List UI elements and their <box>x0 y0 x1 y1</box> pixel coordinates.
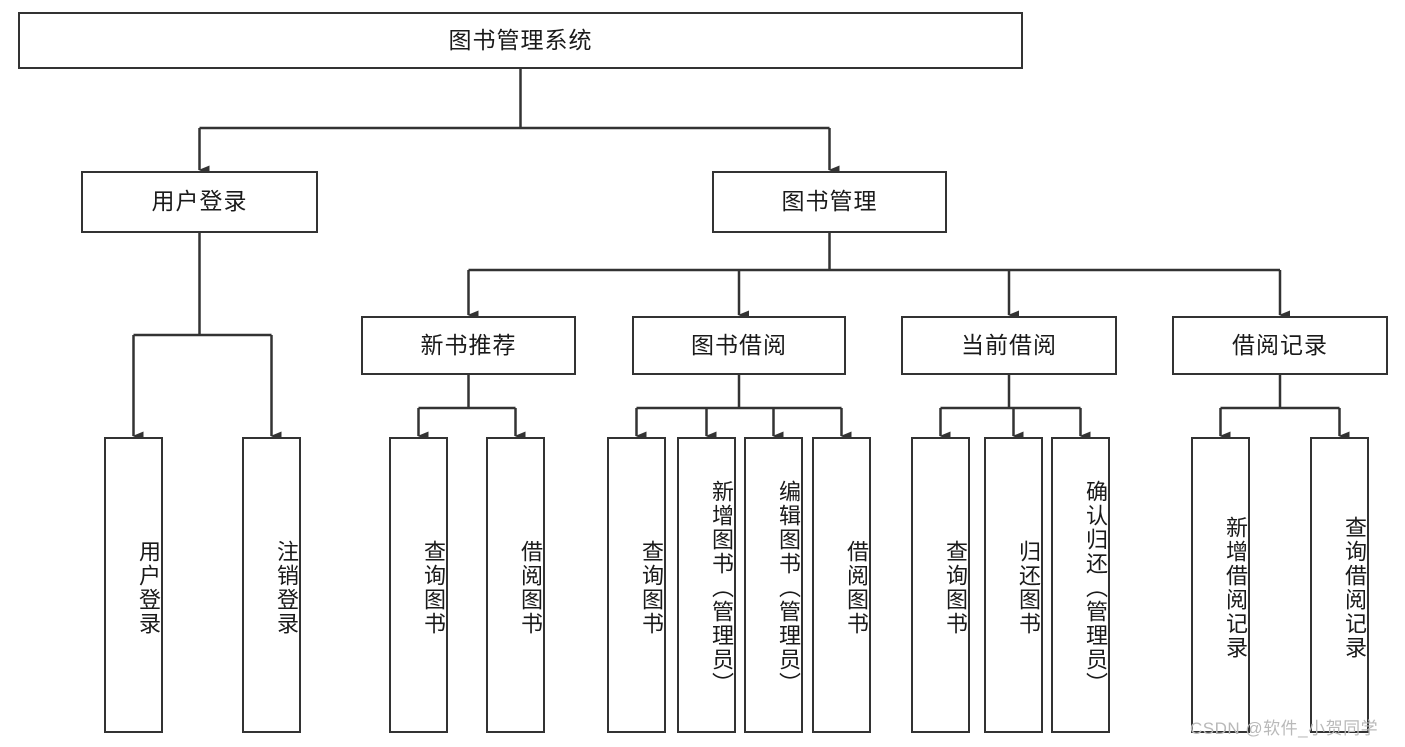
node-leaf-borrow-book-2[interactable]: 借阅图书 <box>812 437 871 733</box>
node-current-borrow[interactable]: 当前借阅 <box>901 316 1117 375</box>
node-borrow-record[interactable]: 借阅记录 <box>1172 316 1388 375</box>
node-leaf-query-record[interactable]: 查询借阅记录 <box>1310 437 1369 733</box>
node-label-leaf-borrow-book-2: 借阅图书 <box>844 540 869 636</box>
node-leaf-confirm-return[interactable]: 确认归还（管理员） <box>1051 437 1110 733</box>
node-leaf-borrow-book-1[interactable]: 借阅图书 <box>486 437 545 733</box>
node-label-root: 图书管理系统 <box>448 26 593 53</box>
node-label-new-book-rec: 新书推荐 <box>420 331 517 358</box>
node-leaf-add-book[interactable]: 新增图书（管理员） <box>677 437 736 733</box>
node-new-book-rec[interactable]: 新书推荐 <box>361 316 576 375</box>
node-label-leaf-add-book: 新增图书（管理员） <box>709 480 734 696</box>
node-label-leaf-logout: 注销登录 <box>274 540 299 636</box>
node-leaf-query-book-2[interactable]: 查询图书 <box>607 437 666 733</box>
node-label-user-login: 用户登录 <box>151 188 248 215</box>
node-book-borrow[interactable]: 图书借阅 <box>632 316 846 375</box>
node-book-manage[interactable]: 图书管理 <box>712 171 947 233</box>
node-label-leaf-query-book-3: 查询图书 <box>943 540 968 636</box>
node-leaf-query-book-1[interactable]: 查询图书 <box>389 437 448 733</box>
node-root[interactable]: 图书管理系统 <box>18 12 1023 69</box>
node-leaf-user-login[interactable]: 用户登录 <box>104 437 163 733</box>
node-label-leaf-query-book-1: 查询图书 <box>421 540 446 636</box>
node-leaf-edit-book[interactable]: 编辑图书（管理员） <box>744 437 803 733</box>
node-label-leaf-query-record: 查询借阅记录 <box>1342 516 1367 660</box>
node-label-leaf-user-login: 用户登录 <box>136 540 161 636</box>
node-user-login[interactable]: 用户登录 <box>81 171 318 233</box>
node-label-leaf-borrow-book-1: 借阅图书 <box>518 540 543 636</box>
node-label-current-borrow: 当前借阅 <box>961 331 1057 358</box>
node-leaf-query-book-3[interactable]: 查询图书 <box>911 437 970 733</box>
node-leaf-return-book[interactable]: 归还图书 <box>984 437 1043 733</box>
node-label-leaf-edit-book: 编辑图书（管理员） <box>776 480 801 696</box>
node-leaf-add-record[interactable]: 新增借阅记录 <box>1191 437 1250 733</box>
node-label-borrow-record: 借阅记录 <box>1232 331 1328 358</box>
node-label-leaf-confirm-return: 确认归还（管理员） <box>1083 480 1108 696</box>
node-label-leaf-add-record: 新增借阅记录 <box>1223 516 1248 660</box>
node-label-book-manage: 图书管理 <box>781 188 878 215</box>
edge-group <box>132 69 1350 441</box>
node-leaf-logout[interactable]: 注销登录 <box>242 437 301 733</box>
node-label-leaf-return-book: 归还图书 <box>1016 540 1041 636</box>
node-label-book-borrow: 图书借阅 <box>691 331 787 358</box>
node-label-leaf-query-book-2: 查询图书 <box>639 540 664 636</box>
